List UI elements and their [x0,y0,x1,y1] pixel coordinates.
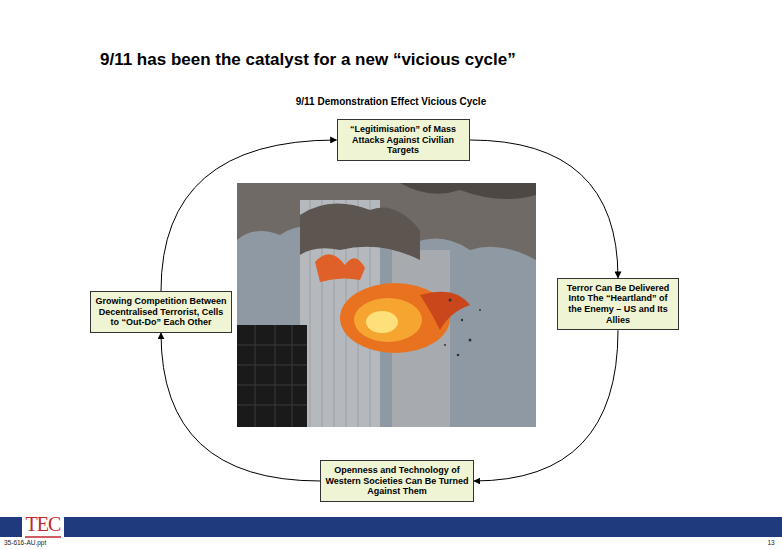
cycle-box: Terror Can Be Delivered Into The “Heartl… [557,278,679,330]
page-number: 13 [767,540,774,547]
box-text: “Legitimisation” of Mass Attacks Against… [342,124,465,156]
cycle-arrow [161,140,337,291]
logo-underline [25,536,61,538]
cycle-box: Openness and Technology of Western Socie… [320,460,474,502]
logo-text: TEC [26,514,61,534]
diagram-subtitle: 9/11 Demonstration Effect Vicious Cycle [296,97,486,107]
cycle-box: Growing Competition Between Decentralise… [90,291,232,333]
box-text: Openness and Technology of Western Socie… [325,465,469,497]
cycle-arrow [474,330,618,481]
file-name: 35-616-AU.ppt [4,540,46,547]
logo-plate [22,513,64,539]
cycle-arrow [161,333,320,481]
cycle-box: “Legitimisation” of Mass Attacks Against… [337,119,470,161]
wtc-photo [237,183,536,427]
slide-title: 9/11 has been the catalyst for a new “vi… [100,50,516,70]
footer-band [0,517,782,537]
box-text: Growing Competition Between Decentralise… [95,296,227,328]
box-text: Terror Can Be Delivered Into The “Heartl… [562,283,674,325]
cycle-arrow [470,140,619,278]
